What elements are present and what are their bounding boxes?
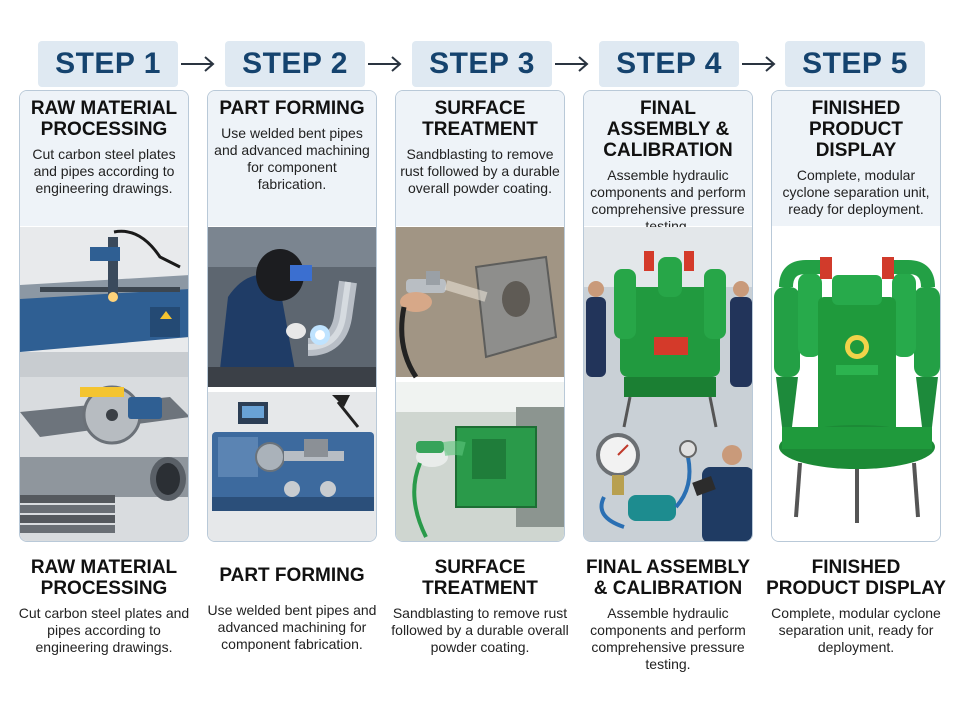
step-5-illustration — [772, 227, 940, 541]
summary-title: FINAL ASSEMBLY & CALIBRATION — [586, 557, 750, 599]
card-description: Complete, modular cyclone separation uni… — [782, 167, 930, 217]
cnc-plasma-cutter-icon — [20, 227, 188, 377]
summary-title: FINISHED PRODUCT DISPLAY — [766, 557, 946, 599]
card-description: Use welded bent pipes and advanced machi… — [214, 125, 370, 192]
step-1-summary: RAW MATERIAL PROCESSING Cut carbon steel… — [14, 557, 194, 656]
card-description: Cut carbon steel plates and pipes accord… — [32, 146, 176, 196]
card-title: FINISHED PRODUCT DISPLAY — [809, 98, 903, 161]
lathe-machine-icon — [208, 392, 376, 541]
sandblasting-part-icon — [396, 227, 564, 379]
step-1-badge: STEP 1 — [38, 41, 178, 87]
step-5-badge: STEP 5 — [785, 41, 925, 87]
step-4-card: FINAL ASSEMBLY & CALIBRATION Assemble hy… — [583, 90, 753, 542]
step-5-card: FINISHED PRODUCT DISPLAY Complete, modul… — [771, 90, 941, 542]
step-3-illustration — [396, 227, 564, 541]
card-description: Assemble hydraulic components and perfor… — [590, 167, 746, 234]
summary-description: Complete, modular cyclone separation uni… — [771, 605, 941, 655]
step-4-badge: STEP 4 — [599, 41, 739, 87]
card-header: FINISHED PRODUCT DISPLAY Complete, modul… — [772, 91, 940, 226]
summary-description: Assemble hydraulic components and perfor… — [590, 605, 746, 672]
card-title: PART FORMING — [219, 98, 365, 119]
summary-title: PART FORMING — [219, 565, 365, 586]
card-header: PART FORMING Use welded bent pipes and a… — [208, 91, 376, 226]
pressure-gauge-test-icon — [596, 433, 752, 541]
step-1-illustration — [20, 227, 188, 541]
step-2-card: PART FORMING Use welded bent pipes and a… — [207, 90, 377, 542]
step-4-summary: FINAL ASSEMBLY & CALIBRATION Assemble hy… — [578, 557, 758, 673]
card-header: SURFACE TREATMENT Sandblasting to remove… — [396, 91, 564, 226]
summary-description: Use welded bent pipes and advanced machi… — [207, 602, 377, 652]
card-header: RAW MATERIAL PROCESSING Cut carbon steel… — [20, 91, 188, 226]
step-1-card: RAW MATERIAL PROCESSING Cut carbon steel… — [19, 90, 189, 542]
circular-saw-cutting-pipe-icon — [20, 377, 188, 541]
step-4-illustration — [584, 227, 752, 541]
arrow-right-icon — [181, 56, 215, 72]
step-2-summary: PART FORMING Use welded bent pipes and a… — [202, 565, 382, 653]
step-5-summary: FINISHED PRODUCT DISPLAY Complete, modul… — [766, 557, 946, 656]
step-3-summary: SURFACE TREATMENT Sandblasting to remove… — [390, 557, 570, 656]
card-header: FINAL ASSEMBLY & CALIBRATION Assemble hy… — [584, 91, 752, 234]
step-header-row: STEP 1 STEP 2 STEP 3 STEP 4 STEP 5 — [0, 0, 960, 90]
arrow-right-icon — [368, 56, 402, 72]
summary-title: SURFACE TREATMENT — [422, 557, 538, 599]
welder-bent-pipe-icon — [208, 227, 376, 387]
arrow-right-icon — [742, 56, 776, 72]
green-cyclone-separator-icon — [772, 227, 940, 541]
card-title: SURFACE TREATMENT — [422, 98, 538, 140]
summary-title: RAW MATERIAL PROCESSING — [30, 557, 178, 599]
card-description: Sandblasting to remove rust followed by … — [400, 146, 560, 196]
card-title: RAW MATERIAL PROCESSING — [30, 98, 178, 140]
green-powder-coating-icon — [396, 382, 564, 541]
summary-description: Sandblasting to remove rust followed by … — [391, 605, 569, 655]
step-2-illustration — [208, 227, 376, 541]
arrow-right-icon — [555, 56, 589, 72]
step-3-badge: STEP 3 — [412, 41, 552, 87]
step-2-badge: STEP 2 — [225, 41, 365, 87]
card-title: FINAL ASSEMBLY & CALIBRATION — [603, 98, 733, 161]
step-3-card: SURFACE TREATMENT Sandblasting to remove… — [395, 90, 565, 542]
summary-description: Cut carbon steel plates and pipes accord… — [18, 605, 190, 655]
